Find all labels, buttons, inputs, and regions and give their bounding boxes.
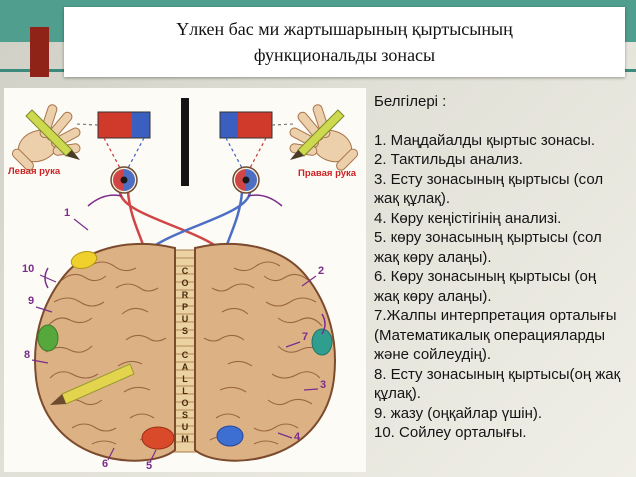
- zone-brackets: [44, 194, 326, 335]
- zone-number-9: 9: [28, 295, 34, 307]
- left-eye-icon: [110, 166, 138, 194]
- zone-number-5: 5: [146, 460, 152, 472]
- accent-red-block: [30, 27, 49, 77]
- legend-item-3: 3. Есту зонасының қыртысы (сол жақ құлақ…: [374, 170, 604, 208]
- zone-number-2: 2: [318, 265, 324, 277]
- slide-title-line-1: Үлкен бас ми жартышарының қыртысының: [176, 19, 513, 39]
- right-eye-icon: [232, 166, 260, 194]
- zone-number-7: 7: [302, 331, 308, 343]
- legend-item-8: 8. Есту зонасының қыртысы(оң жақ құлақ).: [374, 365, 621, 403]
- legend-heading: Белгілері :: [374, 93, 447, 110]
- zone-number-6: 6: [102, 458, 108, 470]
- fixation-bar: [181, 98, 189, 186]
- zone-number-10: 10: [22, 263, 34, 275]
- legend-item-2: 2. Тактильды анализ.: [374, 151, 523, 168]
- zone-patch-red: [141, 426, 175, 450]
- zone-number-8: 8: [24, 349, 30, 361]
- zone-numbers: 1 2 10 9 8 7 3 4 5 6: [22, 207, 326, 472]
- pencil-on-brain: [50, 363, 135, 405]
- brain-illustration: Левая рука Правая рука 1 2 10 9 8 7 3 4 …: [8, 98, 360, 472]
- corpus-callosum-label: CORPUS CALLOSUM: [180, 266, 190, 446]
- legend-panel: Белгілері : 1. Маңдайалды қыртыс зонасы.…: [374, 92, 622, 443]
- zone-patch-teal: [311, 328, 333, 356]
- legend-item-7: 7.Жалпы интерпретация орталығы (Математи…: [374, 307, 617, 363]
- left-hand: [10, 103, 83, 173]
- slide-title-line-2: функциональды зонасы: [253, 45, 436, 65]
- legend-item-9: 9. жазу (оңқайлар үшін).: [374, 404, 543, 422]
- right-hand-label: Правая рука: [298, 168, 357, 179]
- legend-item-1: 1. Маңдайалды қыртыс зонасы.: [374, 131, 596, 149]
- brain-diagram-panel: Левая рука Правая рука 1 2 10 9 8 7 3 4 …: [4, 88, 366, 472]
- zone-number-4: 4: [294, 431, 301, 443]
- zone-patch-blue: [216, 425, 244, 447]
- legend-item-5: 5. көру зонасының қыртысы (сол жақ көру …: [374, 229, 602, 266]
- left-hand-label: Левая рука: [8, 166, 61, 177]
- legend-item-6: 6. Көру зонасының қыртысы (оң жақ көру а…: [374, 268, 597, 305]
- zone-number-3: 3: [320, 379, 326, 391]
- zone-patch-green: [37, 324, 59, 352]
- right-hand: [287, 103, 360, 173]
- zone-number-1: 1: [64, 207, 70, 219]
- sight-lines: [75, 123, 295, 169]
- zone-number-pointers: [31, 218, 319, 463]
- zone-patch-yellow: [70, 251, 98, 269]
- legend-item-10: 10. Сойлеу орталығы.: [374, 424, 527, 441]
- right-hemisphere: [194, 242, 336, 462]
- title-box: Үлкен бас ми жартышарының қыртысының фун…: [64, 7, 625, 77]
- legend-item-4: 4. Көру кеңістігінің анализі.: [374, 209, 562, 227]
